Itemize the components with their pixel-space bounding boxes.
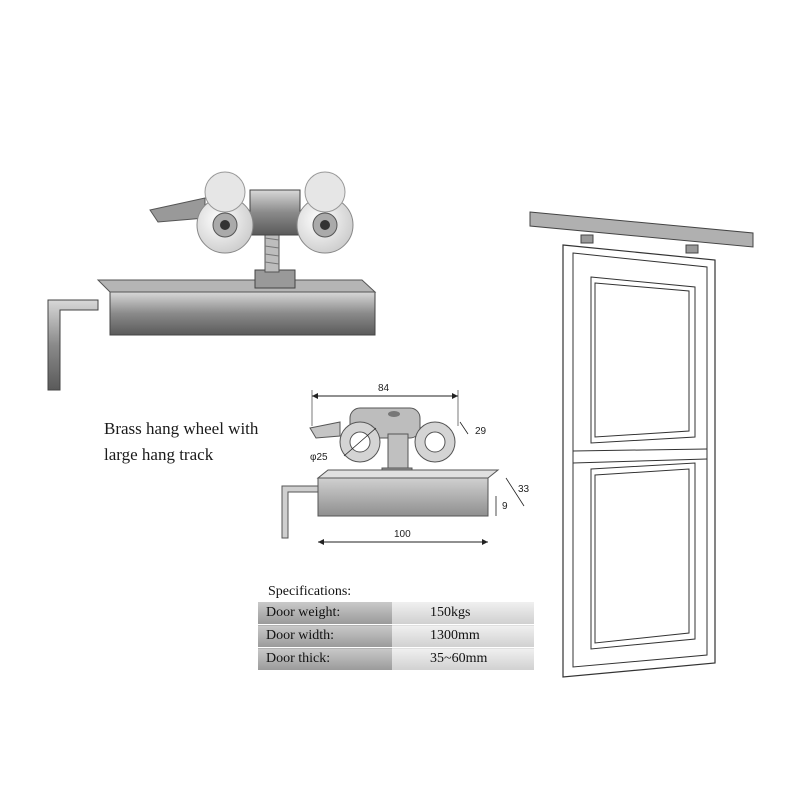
table-row: Door weight: 150kgs	[258, 602, 534, 625]
dim-84-label: 84	[378, 383, 390, 394]
dim-100-label: 100	[394, 529, 411, 540]
hang-wheel-photo	[47, 171, 377, 391]
caption-line-2: large hang track	[104, 445, 214, 464]
caption-line-1: Brass hang wheel with	[104, 419, 259, 438]
table-row: Door width: 1300mm	[258, 624, 534, 648]
dim-29-label: 29	[475, 426, 487, 437]
dim-33-label: 33	[518, 484, 530, 495]
spec-value: 1300mm	[392, 624, 534, 648]
dimension-drawing: 84 φ25 29 33 9 100	[281, 383, 530, 545]
specs-title: Specifications:	[268, 584, 352, 599]
product-caption: Brass hang wheel with large hang track	[104, 416, 258, 468]
spec-value: 150kgs	[392, 602, 534, 625]
spec-value: 35~60mm	[392, 647, 534, 671]
dim-9-label: 9	[502, 501, 508, 512]
sliding-door-illustration	[529, 211, 754, 678]
specs-table: Door weight: 150kgs Door width: 1300mm D…	[258, 602, 534, 671]
table-row: Door thick: 35~60mm	[258, 647, 534, 671]
spec-label: Door width:	[258, 624, 392, 648]
dim-dia25-label: φ25	[310, 452, 328, 463]
spec-label: Door thick:	[258, 647, 392, 671]
spec-label: Door weight:	[258, 602, 392, 625]
